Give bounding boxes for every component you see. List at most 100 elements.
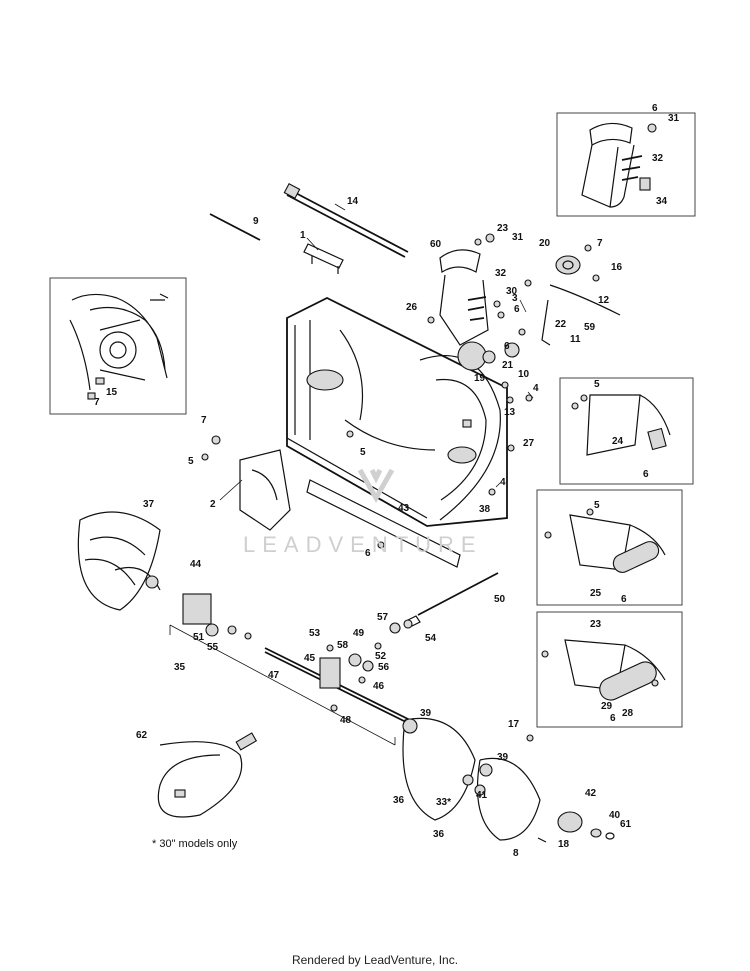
callout-label: 27 xyxy=(523,438,535,449)
bracket xyxy=(303,243,344,274)
callout-label: 6 xyxy=(514,304,520,315)
svg-text:9: 9 xyxy=(253,216,259,227)
svg-text:10: 10 xyxy=(518,369,530,380)
bearing xyxy=(557,811,583,833)
svg-text:6: 6 xyxy=(643,469,649,480)
svg-text:35: 35 xyxy=(174,662,186,673)
callout-label: 23 xyxy=(497,223,509,234)
svg-text:45: 45 xyxy=(304,653,316,664)
callout-label: 39 xyxy=(497,752,509,763)
callout-label: 16 xyxy=(611,262,623,273)
washer xyxy=(590,828,602,838)
svg-text:27: 27 xyxy=(523,438,535,449)
svg-text:29: 29 xyxy=(601,701,613,712)
callout-label: 4 xyxy=(527,383,539,399)
inset-top-right-chute xyxy=(556,112,696,217)
callout-label: 7 xyxy=(597,238,603,249)
svg-text:31: 31 xyxy=(668,113,680,124)
svg-text:50: 50 xyxy=(494,594,506,605)
shave-plate xyxy=(306,479,461,568)
callout-label: 58 xyxy=(337,640,349,651)
svg-text:7: 7 xyxy=(597,238,603,249)
svg-text:24: 24 xyxy=(612,436,624,447)
callout-label: 9 xyxy=(253,216,259,227)
svg-text:21: 21 xyxy=(502,360,514,371)
callout-label: 5 xyxy=(594,379,600,390)
svg-text:53: 53 xyxy=(309,628,321,639)
svg-text:1: 1 xyxy=(300,230,306,241)
svg-text:25: 25 xyxy=(590,588,602,599)
svg-text:34: 34 xyxy=(656,196,668,207)
callout-label: 19 xyxy=(474,373,486,384)
callout-label: 28 xyxy=(622,708,634,719)
svg-text:55: 55 xyxy=(207,642,219,653)
svg-text:13: 13 xyxy=(504,407,516,418)
svg-text:60: 60 xyxy=(430,239,442,250)
callouts: 1 2 3 4 4 5 5 5 5 6 6 6 6 6 6 6 7 7 7 8 … xyxy=(94,103,680,859)
svg-text:38: 38 xyxy=(479,504,491,515)
svg-text:4: 4 xyxy=(500,477,506,488)
callout-label: 33* xyxy=(436,797,451,808)
callout-label: 48 xyxy=(340,715,352,726)
callout-label: 7 xyxy=(94,397,100,408)
callout-label: 5 xyxy=(188,456,194,467)
inset-skid-2 xyxy=(536,489,683,606)
svg-text:40: 40 xyxy=(609,810,621,821)
svg-text:18: 18 xyxy=(558,839,570,850)
callout-label: 4 xyxy=(495,477,506,488)
callout-label: 31 xyxy=(512,232,524,243)
svg-text:15: 15 xyxy=(106,387,118,398)
spring xyxy=(541,299,551,346)
callout-label: 62 xyxy=(136,730,148,741)
svg-text:59: 59 xyxy=(584,322,596,333)
chute-bracket xyxy=(439,249,489,346)
svg-text:57: 57 xyxy=(377,612,389,623)
callout-label: 31 xyxy=(668,113,680,124)
svg-text:58: 58 xyxy=(337,640,349,651)
svg-text:17: 17 xyxy=(508,719,520,730)
svg-text:36: 36 xyxy=(433,829,445,840)
svg-text:31: 31 xyxy=(512,232,524,243)
callout-label: 35 xyxy=(174,662,186,673)
callout-label: 30 xyxy=(506,286,518,297)
svg-text:19: 19 xyxy=(474,373,486,384)
svg-text:2: 2 xyxy=(210,499,216,510)
svg-text:6: 6 xyxy=(514,304,520,315)
callout-label: 38 xyxy=(479,504,491,515)
svg-text:LEADVENTURE: LEADVENTURE xyxy=(243,532,483,557)
svg-text:12: 12 xyxy=(598,295,610,306)
svg-text:23: 23 xyxy=(497,223,509,234)
callout-label: 32 xyxy=(652,153,664,164)
callout-label: 46 xyxy=(373,681,385,692)
svg-text:6: 6 xyxy=(504,341,510,352)
svg-text:48: 48 xyxy=(340,715,352,726)
callout-label: 10 xyxy=(518,369,530,380)
callout-label: 1 xyxy=(300,230,319,251)
callout-label: 53 xyxy=(309,628,321,639)
svg-text:47: 47 xyxy=(268,670,280,681)
callout-label: 42 xyxy=(585,788,597,799)
svg-text:61: 61 xyxy=(620,819,632,830)
callout-label: 23 xyxy=(590,619,602,630)
svg-text:8: 8 xyxy=(513,848,519,859)
auger-frame-outline xyxy=(169,624,396,746)
callout-label: 8 xyxy=(513,848,519,859)
svg-text:51: 51 xyxy=(193,632,205,643)
svg-text:46: 46 xyxy=(373,681,385,692)
callout-label: 20 xyxy=(539,238,551,249)
callout-label: 57 xyxy=(377,612,389,623)
inset-skid-1 xyxy=(559,377,694,485)
svg-text:5: 5 xyxy=(188,456,194,467)
callout-label: 36 xyxy=(433,829,445,840)
callout-label: 47 xyxy=(268,670,280,681)
svg-text:7: 7 xyxy=(201,415,207,426)
svg-text:39: 39 xyxy=(420,708,432,719)
callout-label: 36 xyxy=(393,795,405,806)
callout-label: 5 xyxy=(360,447,366,458)
svg-text:22: 22 xyxy=(555,319,567,330)
callout-label: 12 xyxy=(598,295,610,306)
svg-text:11: 11 xyxy=(570,334,581,345)
drive-shaft xyxy=(283,183,409,258)
power-cord xyxy=(157,732,258,818)
